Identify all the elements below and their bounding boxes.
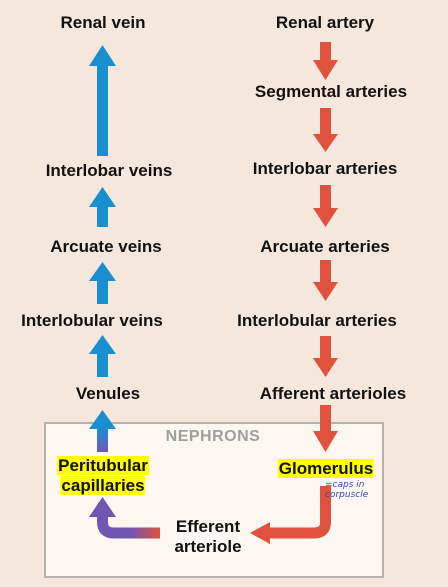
artery-arrow-glomerulus [313,405,338,452]
note-line2: corpuscle [325,490,369,500]
glomerulus-label: Glomerulus [277,459,375,479]
venules-label: Venules [75,384,141,403]
peritubular-turn-arrow [89,497,160,539]
artery-arrow-arcuate [313,185,338,227]
nephron-title: NEPHRONS [165,428,261,445]
efferent-arteriole-label: Efferent arteriole [174,517,241,557]
interlobular-arteries-label: Interlobular arteries [237,311,397,330]
vein-arrow-interlobar [89,187,116,227]
renal-artery-label: Renal artery [275,13,375,32]
segmental-arteries-label: Segmental arteries [254,82,408,101]
vein-arrow-interlobular [89,335,116,377]
vein-arrow-renal [89,45,116,156]
renal-vein-label: Renal vein [60,13,146,32]
handwritten-note: =caps in corpuscle [325,480,368,500]
peritubular-line1: Peritubular [57,456,149,475]
efferent-line1: Efferent [175,517,241,536]
interlobar-arteries-label: Interlobar arteries [252,159,398,178]
efferent-line2: arteriole [174,537,242,556]
arcuate-veins-label: Arcuate veins [50,237,162,256]
vein-arrow-arcuate [89,262,116,304]
note-line1: =caps in [325,480,365,490]
artery-arrow-interlobar [313,108,338,152]
interlobular-veins-label: Interlobular veins [21,311,163,330]
efferent-turn-arrow [250,486,331,544]
artery-arrow-afferent [313,336,338,377]
interlobar-veins-label: Interlobar veins [45,161,173,180]
glomerulus-text: Glomerulus [277,459,375,478]
vein-arrow-venules [89,410,116,452]
peritubular-capillaries-label: Peritubular capillaries [57,456,149,496]
arcuate-arteries-label: Arcuate arteries [260,237,390,256]
artery-arrow-interlobular [313,260,338,301]
afferent-arterioles-label: Afferent arterioles [259,384,407,403]
peritubular-line2: capillaries [60,476,146,495]
artery-arrow-segmental [313,42,338,80]
